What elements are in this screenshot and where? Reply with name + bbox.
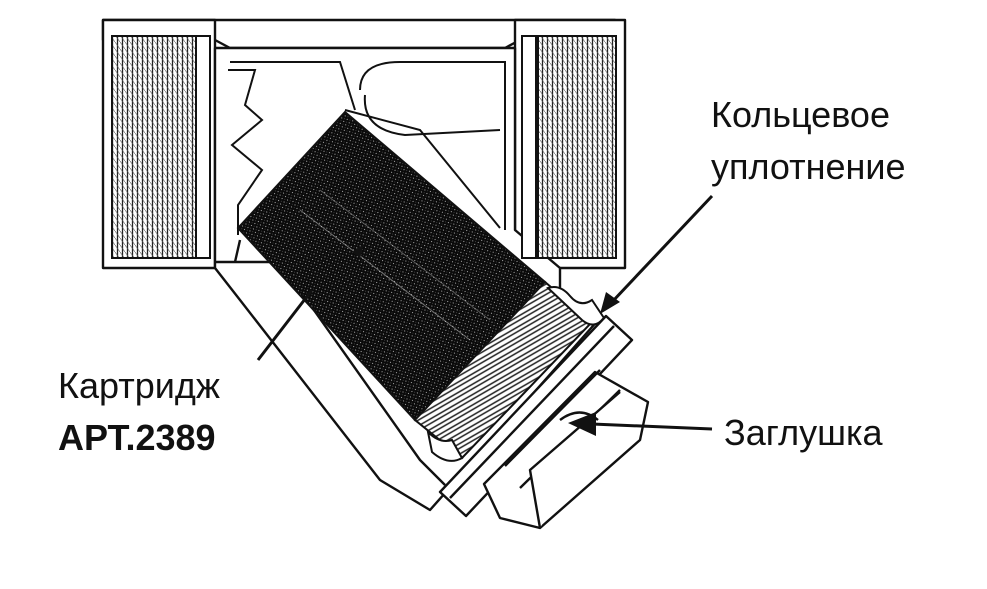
right-thread: [537, 35, 617, 259]
plug-leader: [591, 422, 713, 431]
cartridge-label: Картридж: [58, 365, 220, 406]
cartridge-leader: [256, 289, 314, 361]
o-ring-arrowhead: [600, 292, 620, 314]
o-ring-leader: [610, 194, 714, 304]
cartridge-article-number: АРТ.2389: [58, 417, 216, 458]
left-thread: [111, 35, 197, 259]
plug-label: Заглушка: [724, 412, 883, 453]
arrowheads: [568, 292, 620, 436]
chamber-edges: [228, 61, 506, 235]
leader-lines: [256, 194, 714, 431]
o-ring: [426, 286, 606, 462]
plug-arrowhead: [568, 412, 596, 436]
o-ring-label-line2: уплотнение: [711, 146, 906, 187]
o-ring-label-line1: Кольцевое: [711, 94, 890, 135]
